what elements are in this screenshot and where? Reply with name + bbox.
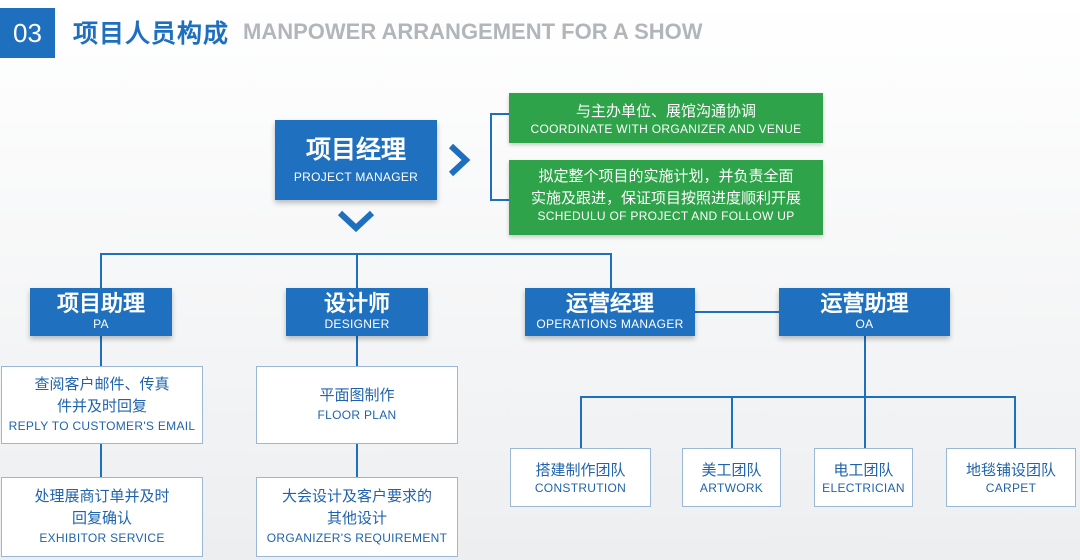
role-box-designer: 设计师 DESIGNER (286, 288, 428, 336)
task-text-line1: 查阅客户邮件、传真 (34, 375, 170, 393)
duty-box-schedule: 拟定整个项目的实施计划，并负责全面 实施及跟进，保证项目按照进度顺利开展 SCH… (509, 160, 823, 235)
designer-task-connector-1 (356, 336, 358, 366)
page-subtitle: MANPOWER ARRANGEMENT FOR A SHOW (243, 19, 703, 44)
team-subtitle: ELECTRICIAN (822, 481, 905, 495)
connector-pa (100, 253, 102, 288)
task-text-line2: 件并及时回复 (56, 397, 147, 415)
team-title: 美工团队 (701, 461, 762, 479)
task-subtitle: REPLY TO CUSTOMER'S EMAIL (8, 419, 196, 433)
chevron-down-icon (337, 210, 375, 233)
team-subtitle: ARTWORK (699, 481, 764, 495)
task-text: 平面图制作 (319, 386, 395, 404)
chevron-right-icon (448, 143, 471, 177)
teams-horizontal-connector (580, 396, 1016, 398)
team-title: 电工团队 (833, 461, 894, 479)
pa-task-connector-1 (100, 336, 102, 366)
duty-bracket-top (490, 113, 509, 115)
team-subtitle: CARPET (985, 481, 1037, 495)
section-number: 03 (0, 8, 55, 58)
duty-bracket-bottom (490, 199, 509, 201)
duty-text-line1: 拟定整个项目的实施计划，并负责全面 (538, 167, 794, 185)
ops-to-oa-connector (695, 311, 780, 313)
project-manager-box: 项目经理 PROJECT MANAGER (275, 120, 437, 200)
duty-text-line2: 实施及跟进，保证项目按照进度顺利开展 (530, 189, 801, 207)
task-text-line1: 大会设计及客户要求的 (281, 487, 432, 505)
role-box-ops-manager: 运营经理 OPERATIONS MANAGER (525, 288, 695, 336)
team-subtitle: CONSTRUTION (534, 481, 627, 495)
role-box-oa: 运营助理 OA (779, 288, 950, 336)
pa-task-connector-2 (100, 444, 102, 477)
project-manager-title: 项目经理 (305, 135, 406, 164)
duty-bracket-vertical (490, 113, 492, 201)
role-subtitle: OA (855, 317, 874, 332)
role-title: 设计师 (323, 292, 390, 317)
team-box-carpet: 地毯铺设团队 CARPET (946, 448, 1076, 507)
duty-subtitle: COORDINATE WITH ORGANIZER AND VENUE (530, 122, 802, 136)
task-subtitle: EXHIBITOR SERVICE (39, 531, 165, 545)
team-title: 搭建制作团队 (535, 461, 626, 479)
team-connector-3 (864, 396, 866, 448)
page-title: 项目人员构成 (73, 19, 230, 48)
task-text-line2: 其他设计 (326, 509, 387, 527)
designer-task-box-organizer: 大会设计及客户要求的 其他设计 ORGANIZER'S REQUIREMENT (256, 477, 458, 557)
team-box-electrician: 电工团队 ELECTRICIAN (814, 448, 913, 507)
project-manager-subtitle: PROJECT MANAGER (293, 169, 419, 184)
role-subtitle: PA (93, 317, 109, 332)
task-text-line2: 回复确认 (71, 509, 132, 527)
role-title: 运营经理 (565, 292, 654, 317)
task-subtitle: FLOOR PLAN (317, 408, 397, 422)
role-box-pa: 项目助理 PA (30, 288, 172, 336)
designer-task-connector-2 (356, 444, 358, 477)
oa-down-connector (864, 336, 866, 398)
role-subtitle: OPERATIONS MANAGER (536, 317, 684, 332)
task-subtitle: ORGANIZER'S REQUIREMENT (266, 531, 448, 545)
team-connector-1 (580, 396, 582, 448)
connector-designer (356, 253, 358, 288)
connector-ops-manager (610, 253, 612, 288)
team-title: 地毯铺设团队 (965, 461, 1056, 479)
duty-text: 与主办单位、展馆沟通协调 (575, 102, 756, 120)
duty-subtitle: SCHEDULU OF PROJECT AND FOLLOW UP (537, 209, 795, 223)
team-box-artwork: 美工团队 ARTWORK (682, 448, 781, 507)
role-title: 项目助理 (56, 292, 145, 317)
duty-box-coordinate: 与主办单位、展馆沟通协调 COORDINATE WITH ORGANIZER A… (509, 93, 823, 143)
team-box-construction: 搭建制作团队 CONSTRUTION (510, 448, 651, 507)
pa-task-box-email: 查阅客户邮件、传真 件并及时回复 REPLY TO CUSTOMER'S EMA… (1, 366, 203, 444)
team-connector-4 (1014, 396, 1016, 448)
designer-task-box-floorplan: 平面图制作 FLOOR PLAN (256, 366, 458, 444)
team-connector-2 (731, 396, 733, 448)
task-text-line1: 处理展商订单并及时 (34, 487, 170, 505)
role-subtitle: DESIGNER (324, 317, 390, 332)
pa-task-box-exhibitor: 处理展商订单并及时 回复确认 EXHIBITOR SERVICE (1, 477, 203, 557)
role-title: 运营助理 (820, 292, 909, 317)
